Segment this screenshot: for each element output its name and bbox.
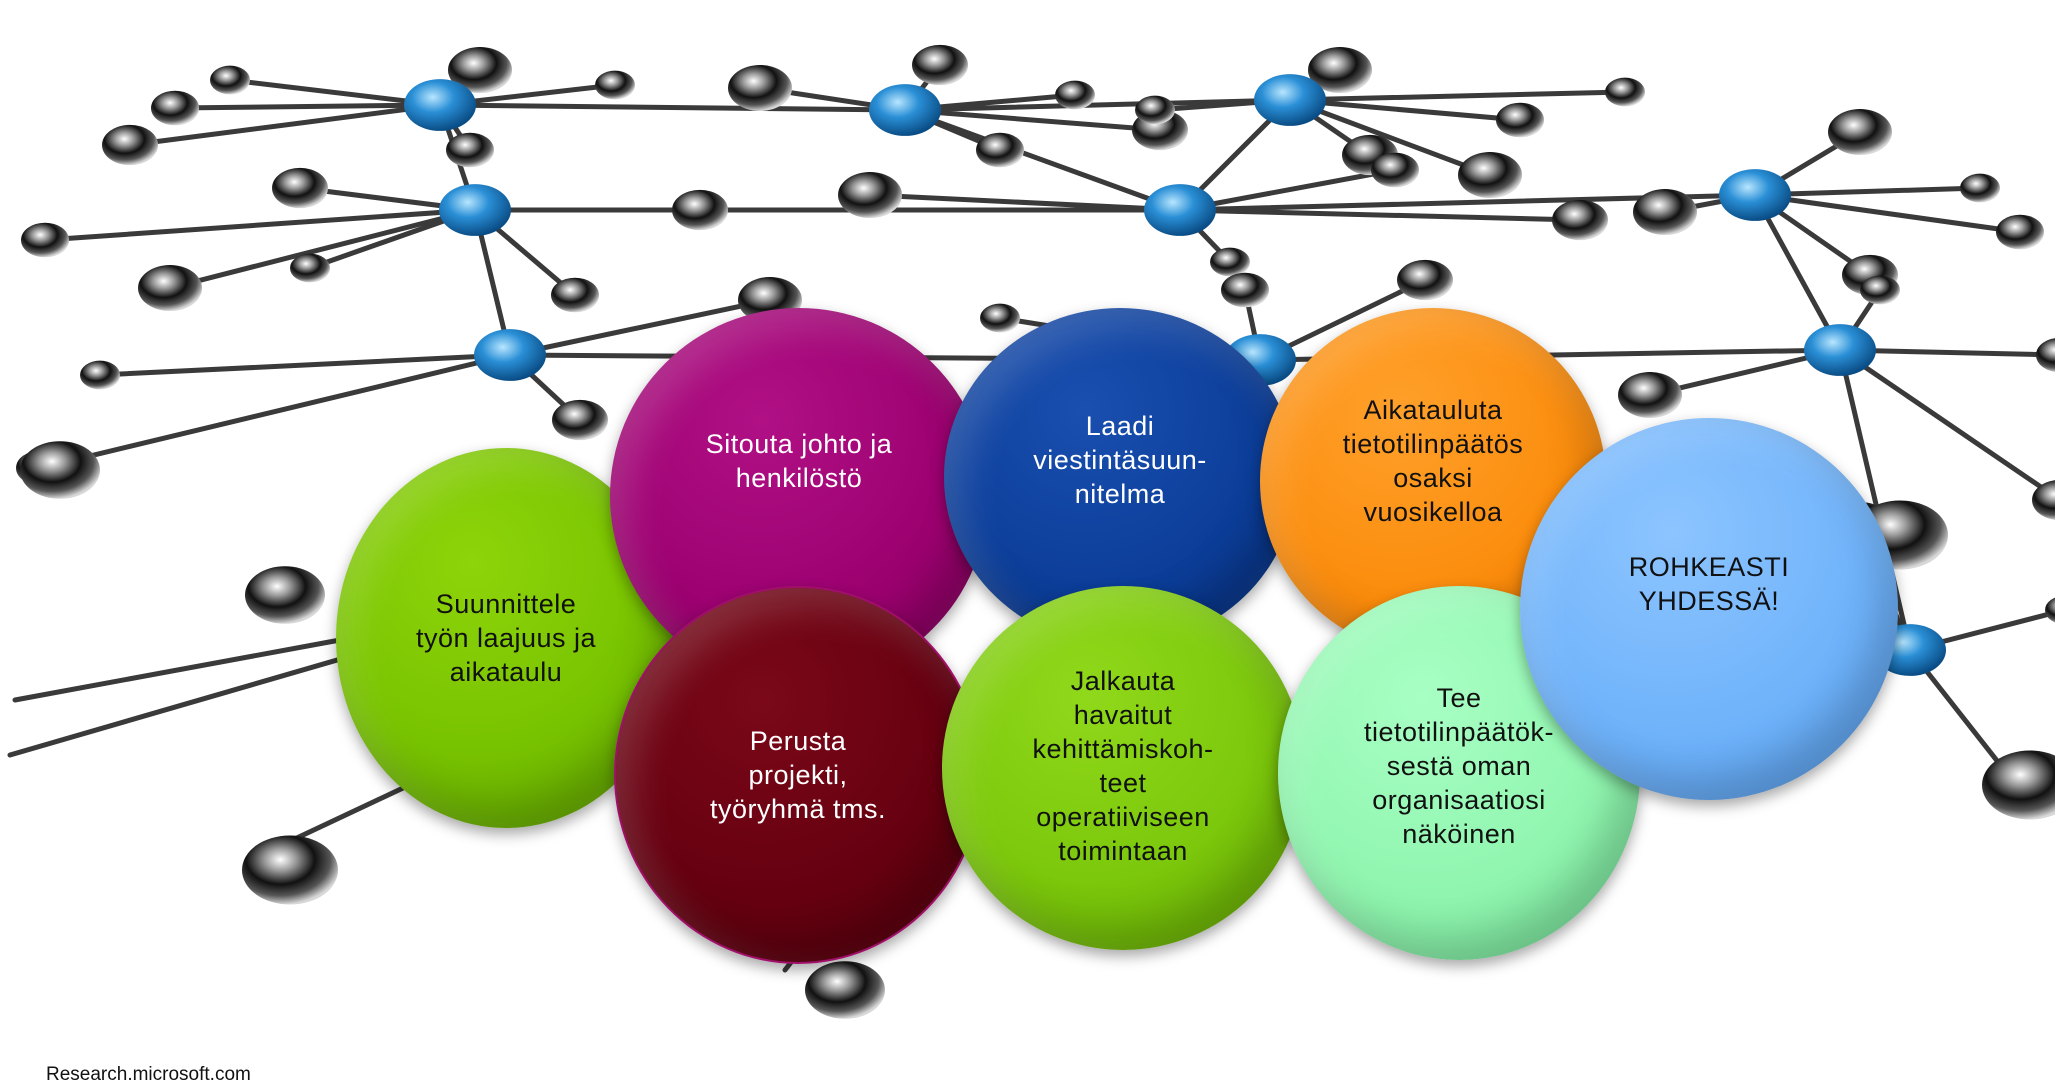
network-edge	[867, 192, 1183, 213]
chrome-node	[1458, 151, 1522, 199]
circle-establish-project-label: Perusta projekti, työryhmä tms.	[709, 726, 887, 824]
chrome-node	[1210, 247, 1250, 277]
chrome-node	[138, 264, 202, 312]
chrome-node	[551, 277, 599, 313]
source-credit: Research.microsoft.com	[46, 1064, 251, 1085]
chrome-node	[672, 189, 728, 231]
circle-communication-plan-label: Laadi viestintäsuun- nitelma	[1033, 411, 1207, 509]
chrome-node	[1982, 750, 2069, 820]
chrome-node	[1397, 259, 1453, 301]
chrome-node	[1135, 95, 1175, 125]
chrome-node	[80, 360, 120, 390]
chrome-node	[1496, 102, 1544, 138]
network-edge	[97, 352, 513, 378]
circle-commit-staff-label: Sitouta johto ja henkilöstö	[705, 429, 893, 493]
chrome-node	[151, 90, 199, 126]
network-edge	[172, 102, 443, 111]
circle-deploy-improvements-label: Jalkauta havaitut kehittämiskoh- teet op…	[1032, 666, 1214, 866]
chrome-node	[272, 167, 328, 209]
chrome-node	[1552, 199, 1608, 241]
chrome-node	[448, 46, 512, 94]
chrome-node	[1996, 214, 2044, 250]
hub-node	[1144, 184, 1216, 236]
chrome-node	[21, 222, 69, 258]
hub-node	[404, 79, 476, 131]
chrome-node	[210, 65, 250, 95]
chrome-node	[245, 566, 325, 624]
hub-node	[869, 84, 941, 136]
right-margin	[2055, 0, 2069, 1090]
circle-boldly-together: ROHKEASTI YHDESSÄ!	[1520, 418, 1898, 800]
network-edge	[1177, 207, 1583, 223]
hub-node	[439, 184, 511, 236]
chrome-node	[242, 835, 338, 905]
chrome-node	[976, 132, 1024, 168]
network-edge	[1177, 167, 1398, 213]
chrome-node	[446, 132, 494, 168]
network-edge	[507, 297, 773, 358]
circle-own-organization-label: Tee tietotilinpäätök- sestä oman organis…	[1363, 683, 1555, 849]
chrome-node	[1960, 173, 2000, 203]
network-edge	[1752, 192, 2023, 235]
circle-deploy-improvements: Jalkauta havaitut kehittämiskoh- teet op…	[942, 586, 1304, 950]
network-edge	[1837, 347, 2063, 358]
chrome-node	[1308, 46, 1372, 94]
hub-node	[1254, 74, 1326, 126]
network-edge	[1752, 192, 1843, 353]
network-edge	[127, 102, 443, 148]
network-edge	[437, 102, 908, 113]
chrome-node	[805, 961, 885, 1019]
network-edge	[1752, 185, 1983, 198]
network-edge	[902, 107, 1163, 133]
chrome-node	[102, 124, 158, 166]
chrome-node	[1860, 275, 1900, 305]
chrome-node	[595, 70, 635, 100]
chrome-node	[728, 64, 792, 112]
network-edge	[902, 97, 1293, 113]
circle-plan-scope-label: Suunnittele työn laajuus ja aikataulu	[415, 589, 597, 687]
chrome-node	[912, 44, 968, 86]
network-edge	[1287, 89, 1628, 103]
network-edge	[1287, 97, 1493, 178]
network-edge	[42, 207, 478, 243]
network-edge	[1837, 347, 2063, 503]
hub-node	[474, 329, 546, 381]
chrome-node	[1221, 272, 1269, 308]
chrome-node	[838, 171, 902, 219]
network-edge	[167, 207, 478, 291]
chrome-node	[980, 303, 1020, 333]
circle-boldly-together-label: ROHKEASTI YHDESSÄ!	[1628, 552, 1790, 616]
chrome-node	[1605, 77, 1645, 107]
hub-node	[1804, 324, 1876, 376]
network-edge	[1837, 347, 1913, 653]
network-edge	[1287, 97, 1523, 123]
circle-schedule-label: Aikatauluta tietotilinpäätös osaksi vuos…	[1342, 395, 1524, 527]
chrome-node	[1055, 80, 1095, 110]
circle-establish-project: Perusta projekti, työryhmä tms.	[614, 586, 982, 964]
chrome-node	[290, 253, 330, 283]
network-edge	[37, 352, 513, 471]
network-edge	[12, 637, 343, 703]
chrome-node	[20, 441, 100, 499]
chrome-node	[1618, 371, 1682, 419]
hub-node	[1719, 169, 1791, 221]
chrome-node	[552, 399, 608, 441]
chrome-node	[1828, 108, 1892, 156]
chrome-node	[1633, 188, 1697, 236]
chrome-node	[1371, 152, 1419, 188]
